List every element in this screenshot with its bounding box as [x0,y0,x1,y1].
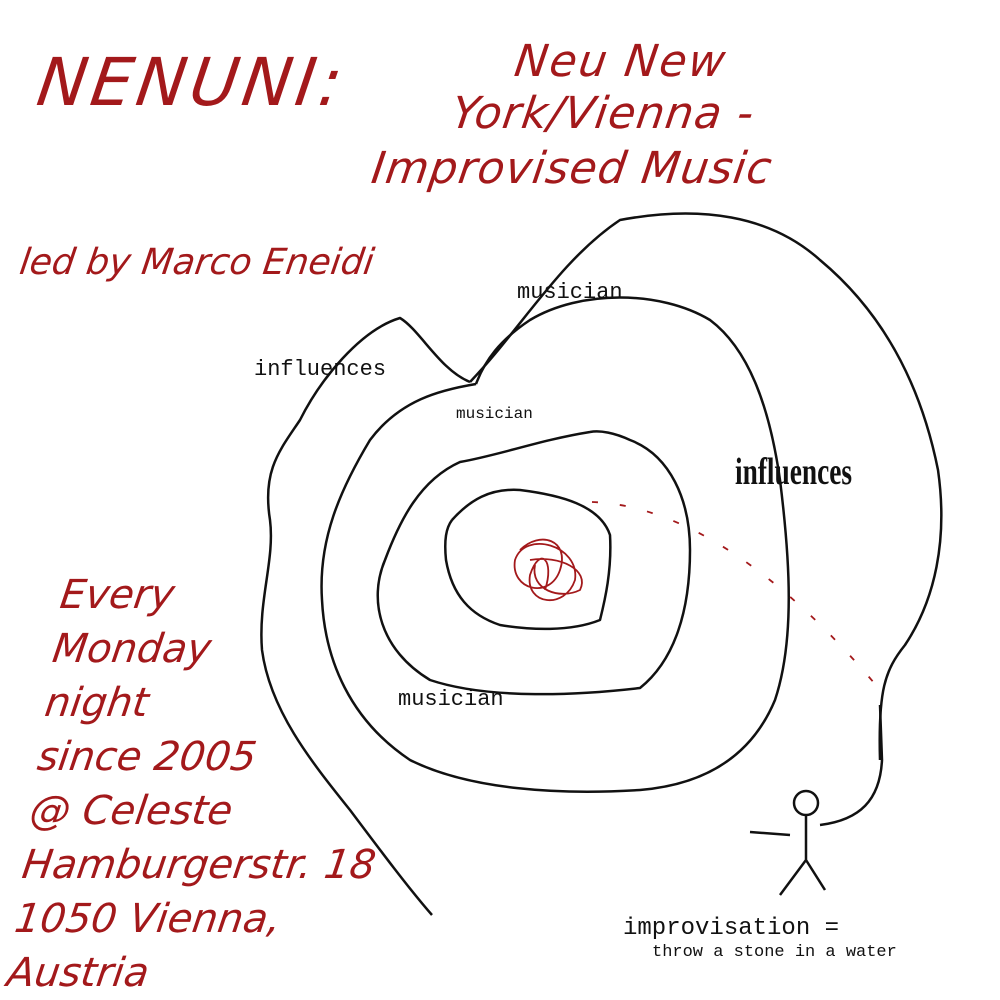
detail-line: Monday [49,626,215,672]
ring-2 [320,296,790,793]
label-influences-right: influences [735,451,853,493]
water-line [819,704,884,827]
label-influences-left: influences [254,357,387,382]
title-line-1: Neu New [511,36,731,87]
detail-line: @ Celeste [26,788,236,834]
stone-head [792,789,820,817]
leader-text: led by Marco Eneidi [17,242,377,283]
ring-3 [376,430,692,696]
title-line-3: Improvised Music [368,143,776,194]
detail-line: 1050 Vienna, [11,896,284,942]
label-musician-bottom: musician [398,687,504,712]
title-main: NENUNI: [32,44,352,121]
event-details: Every Monday night since 2005 @ Celeste … [4,568,418,1000]
caption-line-2: throw a stone in a water [652,943,897,962]
label-musician-top: musician [517,280,623,305]
detail-line: Every [57,572,178,618]
detail-line: Hamburgerstr. 18 [19,842,379,888]
label-musician-inner: musician [456,405,533,423]
scribble-stone [513,538,583,602]
title-line-2: York/Vienna - [448,88,758,139]
detail-line: night [42,680,152,726]
outer-ring [260,212,943,916]
stone-trajectory [591,501,881,691]
caption-line-1: improvisation = [623,915,840,942]
stick-figure [749,815,827,896]
detail-line: Austria [4,950,152,996]
detail-line: since 2005 [34,734,260,780]
ring-4 [444,488,612,631]
